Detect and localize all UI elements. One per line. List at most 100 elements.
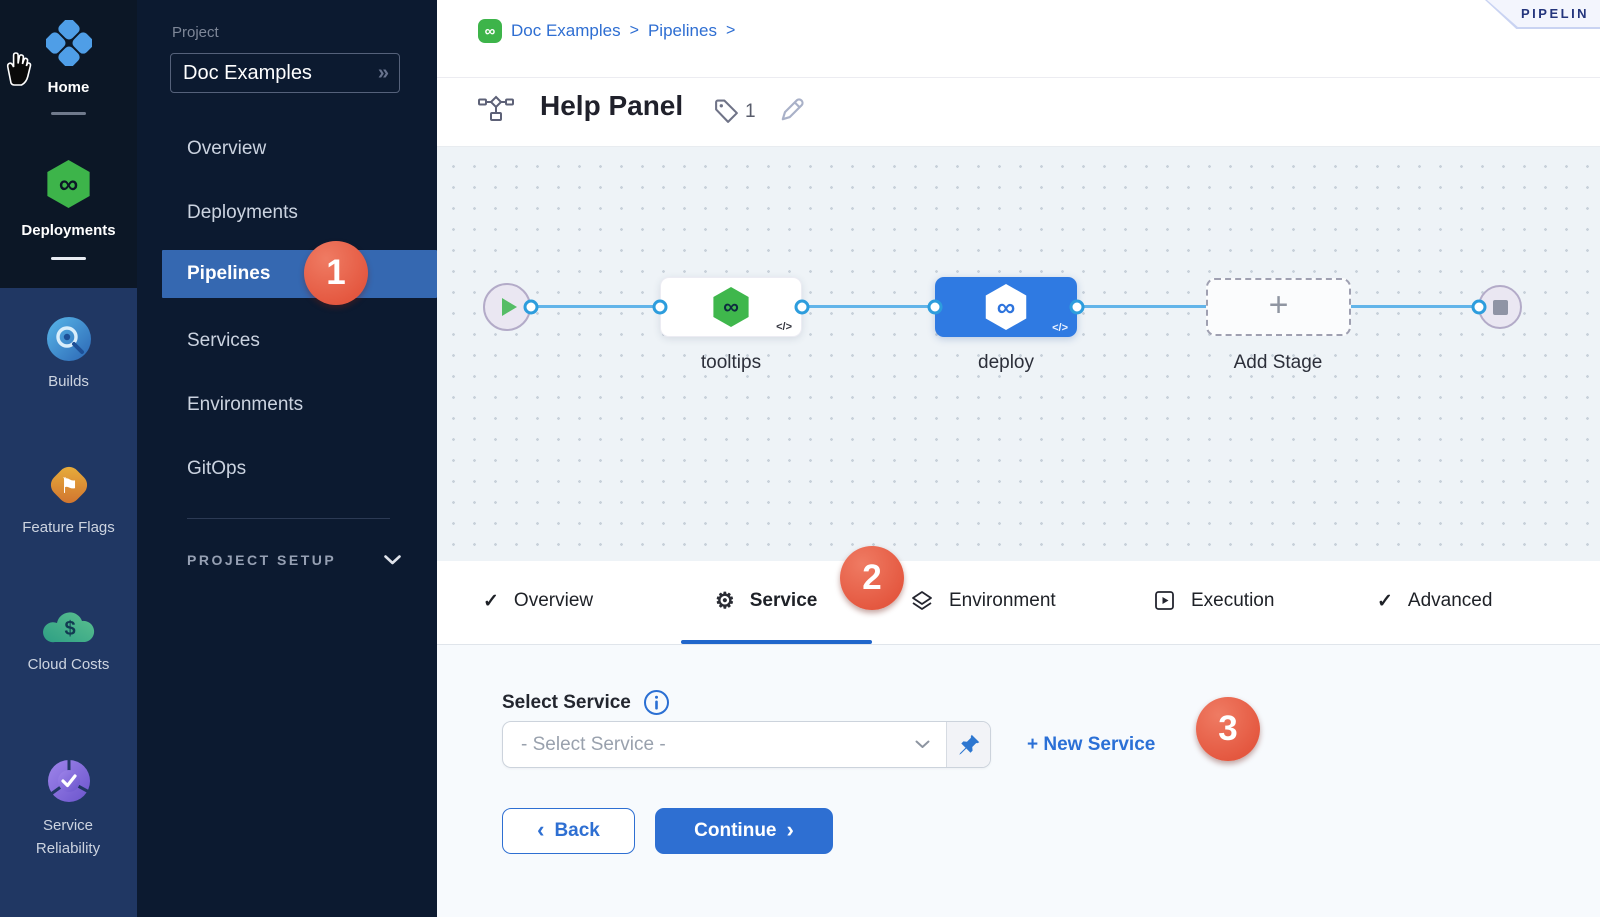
tag-icon bbox=[715, 99, 738, 123]
add-stage-button[interactable]: + bbox=[1206, 278, 1351, 336]
nav-home-label: Home bbox=[47, 79, 90, 96]
pipeline-canvas[interactable]: ∞ </> tooltips ∞ </> deploy + Add Stage bbox=[437, 147, 1600, 561]
builds-icon bbox=[46, 317, 91, 361]
stage-harness-icon: ∞ bbox=[713, 287, 749, 327]
sidebar-item-label: Deployments bbox=[187, 202, 298, 223]
stage-node-tooltips[interactable]: ∞ </> bbox=[660, 277, 802, 337]
continue-button[interactable]: Continue › bbox=[655, 808, 833, 854]
plus-icon: + bbox=[1268, 285, 1289, 324]
pushpin-icon bbox=[958, 734, 979, 755]
sidebar-item-overview[interactable]: Overview bbox=[137, 125, 437, 173]
pencil-icon bbox=[781, 98, 804, 121]
select-service-row: Select Service bbox=[502, 689, 670, 716]
nav-builds[interactable]: Builds bbox=[0, 315, 137, 390]
nav-feature-flags[interactable]: ⚑ Feature Flags bbox=[0, 461, 137, 536]
annotation-badge-3: 3 bbox=[1196, 697, 1260, 761]
select-service-label: Select Service bbox=[502, 691, 631, 713]
module-nav-rail: Home ∞ Deployments Builds bbox=[0, 0, 137, 917]
svg-text:$: $ bbox=[64, 618, 75, 640]
connector-port[interactable] bbox=[1069, 299, 1085, 315]
pin-runtime-input-button[interactable] bbox=[946, 722, 990, 767]
new-service-label: + New Service bbox=[1027, 733, 1156, 755]
tab-environment[interactable]: Environment bbox=[910, 561, 1056, 641]
service-dropdown-group: - Select Service - bbox=[502, 721, 991, 768]
tag-count: 1 bbox=[745, 100, 756, 122]
pipeline-graph-icon bbox=[478, 95, 514, 121]
connector-port[interactable] bbox=[1471, 299, 1487, 315]
sidebar-item-deployments[interactable]: Deployments bbox=[137, 189, 437, 237]
sidebar-item-gitops[interactable]: GitOps bbox=[137, 445, 437, 493]
project-sidebar: Project Doc Examples » Overview Deployme… bbox=[137, 0, 437, 917]
annotation-badge-2: 2 bbox=[840, 546, 904, 610]
service-select-dropdown[interactable]: - Select Service - bbox=[503, 722, 946, 767]
service-select-placeholder: - Select Service - bbox=[521, 733, 666, 755]
project-field-label: Project bbox=[172, 24, 219, 41]
connector-port[interactable] bbox=[794, 299, 810, 315]
tab-overview[interactable]: ✓ Overview bbox=[483, 561, 593, 641]
rail-separator bbox=[51, 112, 86, 115]
service-reliability-icon bbox=[47, 758, 90, 802]
nav-cloud-costs[interactable]: $ Cloud Costs bbox=[0, 604, 137, 673]
tab-label: Advanced bbox=[1407, 590, 1493, 611]
page-title: Help Panel bbox=[540, 90, 684, 121]
tab-execution[interactable]: Execution bbox=[1154, 561, 1274, 641]
tab-service[interactable]: ⚙ Service bbox=[715, 561, 817, 641]
deployments-icon: ∞ bbox=[47, 160, 90, 208]
pipeline-studio-corner-tab: PIPELIN bbox=[1485, 0, 1600, 29]
new-service-link[interactable]: + New Service bbox=[1027, 721, 1155, 768]
breadcrumb-bar: ∞ Doc Examples > Pipelines > PIPELIN bbox=[437, 0, 1600, 78]
edit-pipeline-button[interactable] bbox=[779, 97, 805, 123]
pipeline-start-node[interactable] bbox=[483, 283, 531, 331]
breadcrumb-project-link[interactable]: Doc Examples bbox=[511, 21, 621, 40]
info-icon[interactable] bbox=[643, 689, 670, 716]
tab-label: Overview bbox=[513, 590, 594, 611]
annotation-number: 3 bbox=[1218, 709, 1238, 748]
active-tab-underline bbox=[681, 640, 872, 644]
annotation-number: 2 bbox=[862, 558, 882, 597]
project-setup-label: PROJECT SETUP bbox=[187, 552, 337, 568]
project-name: Doc Examples bbox=[183, 61, 312, 84]
play-frame-icon bbox=[1155, 591, 1174, 610]
corner-tab-label: PIPELIN bbox=[1521, 6, 1590, 21]
sidebar-item-services[interactable]: Services bbox=[137, 317, 437, 365]
harness-logo-icon: ∞ bbox=[478, 19, 502, 43]
chevron-down-icon bbox=[915, 740, 930, 748]
project-expand-icon[interactable]: » bbox=[377, 61, 389, 84]
tab-label: Service bbox=[749, 590, 818, 611]
nav-service-reliability-label: Service Reliability bbox=[35, 817, 101, 857]
breadcrumb-pipelines-link[interactable]: Pipelines bbox=[647, 21, 717, 40]
check-icon: ✓ bbox=[1377, 590, 1393, 612]
chevron-left-icon: ‹ bbox=[537, 817, 545, 842]
sidebar-item-pipelines[interactable]: Pipelines bbox=[162, 250, 437, 298]
project-setup-section[interactable]: PROJECT SETUP bbox=[187, 552, 402, 568]
stage-config-tabs: ✓ Overview ⚙ Service Environment bbox=[437, 561, 1600, 645]
breadcrumb-separator: > bbox=[629, 22, 639, 39]
tab-advanced[interactable]: ✓ Advanced bbox=[1377, 561, 1492, 641]
connector-port[interactable] bbox=[652, 299, 668, 315]
chevron-down-icon bbox=[384, 555, 402, 565]
stage-harness-icon: ∞ bbox=[985, 284, 1027, 330]
nav-home[interactable]: Home bbox=[0, 20, 137, 96]
sidebar-item-label: Pipelines bbox=[187, 263, 271, 284]
check-icon: ✓ bbox=[483, 590, 499, 612]
nav-service-reliability[interactable]: Service Reliability bbox=[0, 757, 137, 860]
chevron-right-icon: › bbox=[786, 817, 794, 842]
tags-indicator[interactable]: 1 bbox=[713, 98, 756, 125]
project-selector[interactable]: Doc Examples » bbox=[170, 53, 400, 93]
feature-flags-icon: ⚑ bbox=[50, 466, 87, 504]
back-button[interactable]: ‹ Back bbox=[502, 808, 635, 854]
back-button-label: Back bbox=[554, 820, 600, 841]
stage-node-deploy[interactable]: ∞ </> bbox=[935, 277, 1077, 337]
add-stage-label: Add Stage bbox=[1233, 352, 1323, 373]
sidebar-item-label: GitOps bbox=[187, 458, 247, 479]
service-tab-panel: Select Service - Select Service - bbox=[437, 645, 1600, 917]
stop-icon bbox=[1492, 299, 1508, 315]
sidebar-item-environments[interactable]: Environments bbox=[137, 381, 437, 429]
sidebar-divider bbox=[187, 518, 390, 519]
nav-deployments[interactable]: ∞ Deployments bbox=[0, 160, 137, 239]
breadcrumb-separator: > bbox=[725, 22, 736, 39]
connector-port[interactable] bbox=[523, 299, 539, 315]
nav-feature-flags-label: Feature Flags bbox=[22, 519, 115, 536]
connector-port[interactable] bbox=[927, 299, 943, 315]
